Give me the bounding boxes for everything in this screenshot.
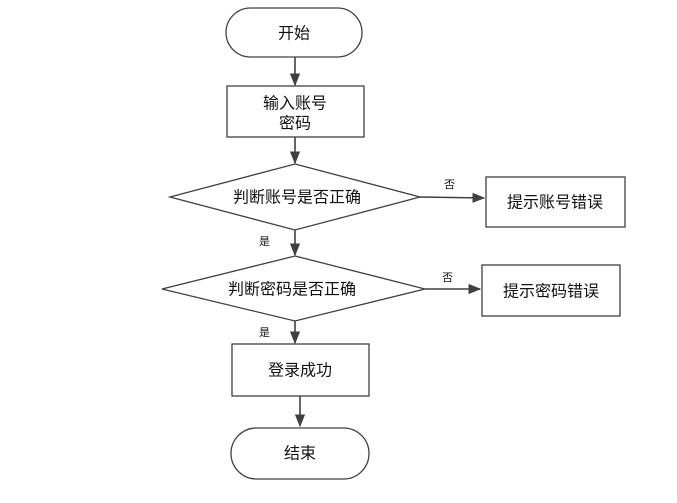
account-yes-label: 是 [259,235,270,248]
start-label: 开始 [278,24,310,43]
login-success-node: 登录成功 [231,343,370,397]
password-error-node: 提示密码错误 [481,264,621,317]
start-node: 开始 [225,7,363,58]
input-label-line2: 密码 [279,114,311,133]
account-error-label: 提示账号错误 [507,193,603,212]
password-no-label: 否 [442,271,453,284]
password-yes-label: 是 [259,326,270,339]
end-node: 结束 [230,427,370,480]
password-error-label: 提示密码错误 [503,282,599,301]
check-password-label: 判断密码是否正确 [228,280,356,299]
input-label-line1: 输入账号 [263,94,327,113]
check-password-decision: 判断密码是否正确 [161,255,426,322]
input-node: 输入账号 密码 [226,85,365,138]
end-label: 结束 [284,444,316,463]
check-account-decision: 判断账号是否正确 [167,163,423,231]
account-error-node: 提示账号错误 [485,176,626,228]
login-success-label: 登录成功 [268,361,332,380]
edge-check-account-no [419,192,486,203]
account-no-label: 否 [444,178,455,191]
check-account-label: 判断账号是否正确 [233,188,361,207]
